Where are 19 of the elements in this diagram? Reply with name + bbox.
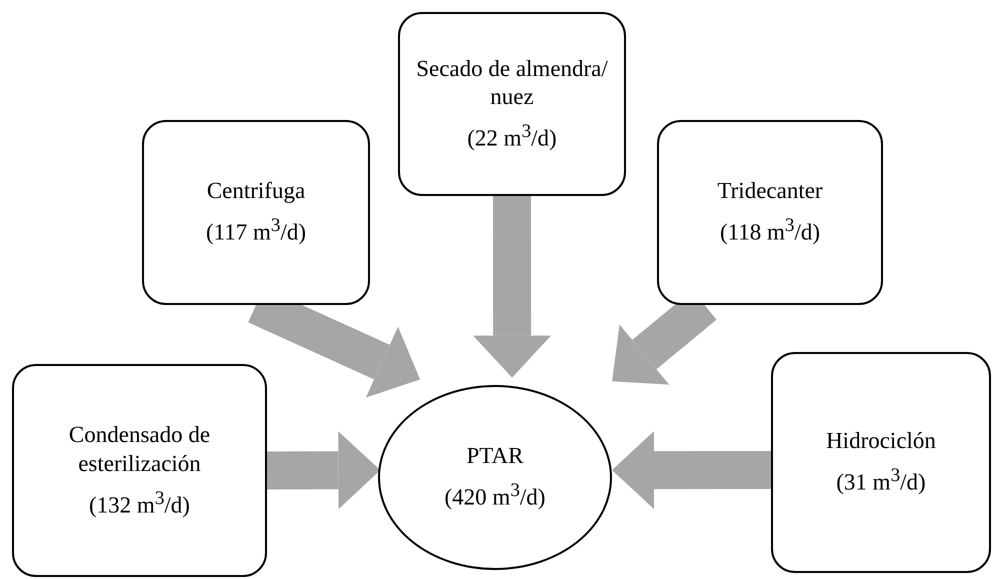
flow-rate: (132 m$^{3}$/d) [89, 486, 190, 520]
node-title: Tridecanter [717, 177, 823, 206]
source-box [657, 120, 883, 305]
block-arrow [266, 431, 380, 510]
block-arrow [473, 196, 552, 378]
flow-rate: (118 m$^{3}$/d) [720, 214, 820, 247]
source-box [771, 352, 991, 573]
flow-rate: (420 m$^{3}$/d) [444, 479, 546, 512]
source-box [398, 12, 626, 196]
node-title: Centrifuga [206, 177, 306, 206]
flow-rate: (22 m$^{3}$/d) [467, 120, 557, 153]
flow-rate: (31 m$^{3}$/d) [836, 464, 926, 497]
node-title: Secado de almendra/ nuez [415, 54, 609, 112]
source-box [12, 364, 267, 577]
node-title: Hidrociclón [826, 427, 936, 456]
node-title: Condensado de esterilización [68, 421, 212, 478]
node-title: PTAR [466, 442, 524, 470]
flow-rate: (117 m$^{3}$/d) [206, 214, 306, 247]
source-box [142, 120, 370, 305]
